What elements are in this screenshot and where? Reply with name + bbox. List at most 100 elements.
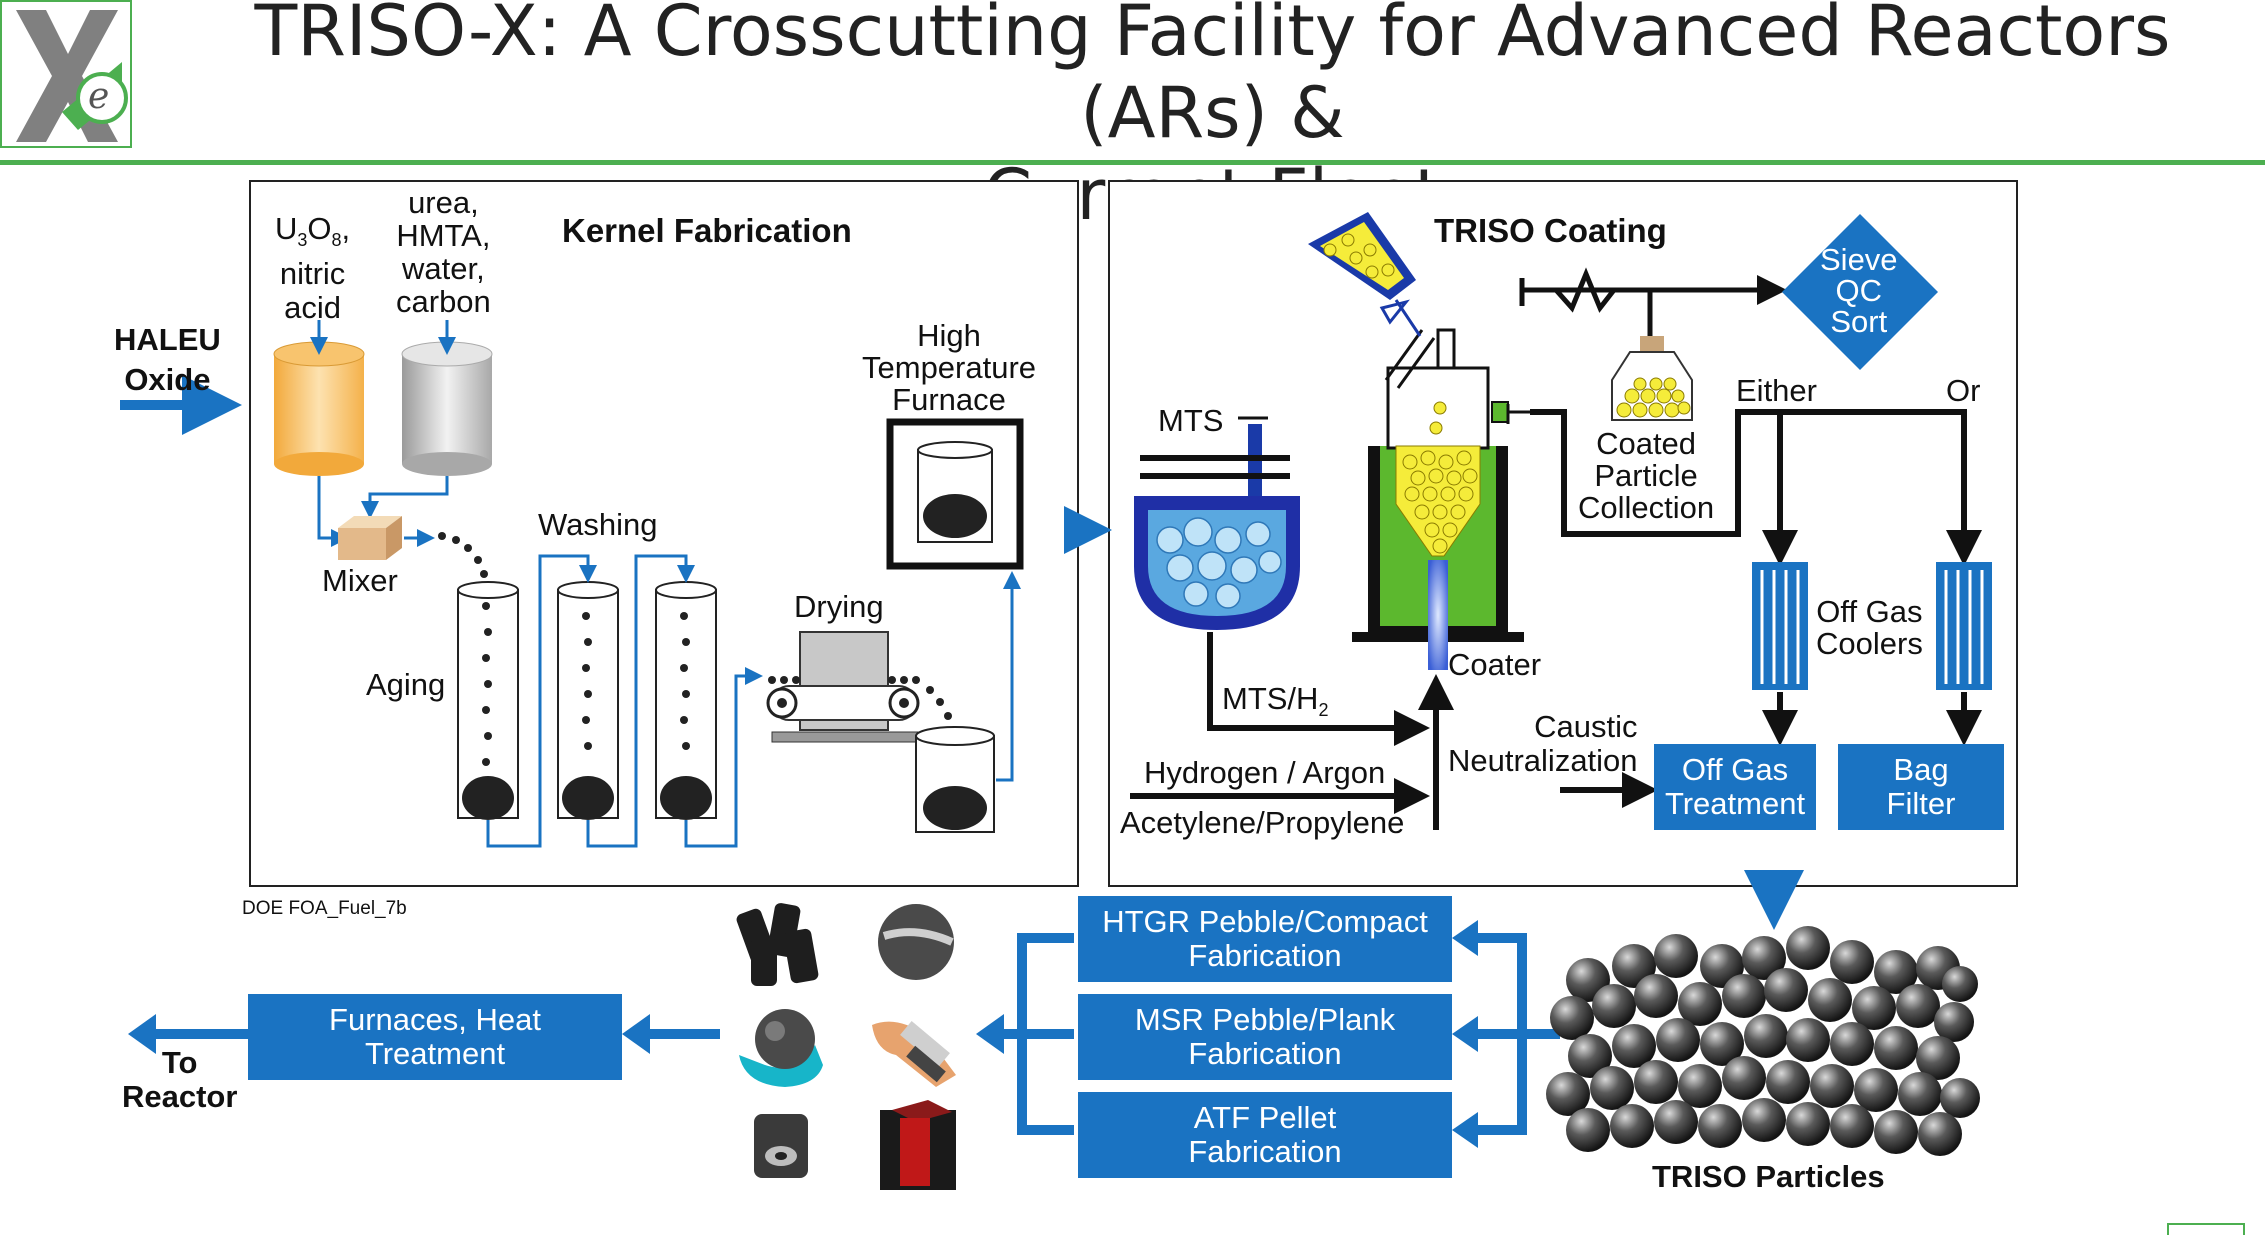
- caustic-line2: Neutralization: [1448, 743, 1638, 778]
- urea-line4: carbon: [396, 284, 491, 319]
- column-beds: [462, 776, 712, 820]
- coated-particle-jar: [1611, 336, 1693, 421]
- sieve-line3: Sort: [1830, 304, 1888, 339]
- gloved-pebble-photo: [735, 995, 827, 1091]
- to-reactor-label: To Reactor: [122, 1046, 237, 1114]
- aging-label: Aging: [366, 667, 446, 702]
- collection-cup: [915, 726, 995, 833]
- sieve-label: Sieve QC Sort: [1820, 244, 1898, 337]
- coating-heading: TRISO Coating: [1434, 212, 1667, 249]
- off-gas-coolers-label: Off Gas Coolers: [1816, 596, 1923, 660]
- urea-line1: urea,: [408, 185, 479, 220]
- urea-line3: water,: [402, 251, 485, 286]
- sieve-line1: Sieve: [1820, 242, 1898, 277]
- coater: [1352, 328, 1530, 670]
- plank-photo: [866, 995, 962, 1091]
- coated-particle-label: Coated Particle Collection: [1578, 428, 1714, 524]
- coater-particles: [1402, 401, 1478, 554]
- furnaces-heat-treatment-box: Furnaces, Heat Treatment: [248, 994, 622, 1080]
- furnaces-line1: Furnaces, Heat: [329, 1002, 541, 1037]
- msr-line2: Fabrication: [1188, 1036, 1342, 1071]
- mixer-block: [338, 516, 402, 560]
- off-gas-cooler-1: [1752, 562, 1808, 690]
- compact-cylinders-photo: [735, 896, 827, 992]
- bag-line1: Bag: [1893, 752, 1949, 787]
- urea-tank: [401, 320, 493, 476]
- atf-fabrication-box: ATF Pellet Fabrication: [1078, 1092, 1452, 1178]
- urea-label: urea, HMTA, water, carbon: [396, 186, 491, 318]
- source-note: DOE FOA_Fuel_7b: [242, 898, 407, 919]
- coolers-line1: Off Gas: [1816, 594, 1923, 629]
- haleu-line1: HALEU: [114, 322, 221, 357]
- red-pellet-block-photo: [872, 1096, 964, 1192]
- coolers-line2: Coolers: [1816, 626, 1923, 661]
- hydrogen-argon-label: Hydrogen / Argon: [1144, 755, 1386, 790]
- logo-letter-e: e: [88, 76, 110, 117]
- xe-logo-mark: [16, 10, 128, 142]
- htgr-line1: HTGR Pebble/Compact: [1102, 904, 1428, 939]
- reactor-line2: Reactor: [122, 1079, 238, 1114]
- furnace-line2: Temperature: [862, 350, 1037, 385]
- offgas-line2: Treatment: [1664, 786, 1806, 821]
- either-label: Either: [1736, 373, 1817, 408]
- coater-label: Coater: [1448, 647, 1542, 682]
- drying-label: Drying: [794, 589, 884, 624]
- off-gas-cooler-2: [1936, 562, 1992, 690]
- pebble-photo: [870, 896, 960, 992]
- mixer-drops: [438, 532, 488, 578]
- high-temperature-furnace: [886, 418, 1024, 570]
- off-gas-treatment-box: Off Gas Treatment: [1654, 744, 1816, 830]
- atf-pellet-photo: [742, 1096, 822, 1192]
- furnace-line1: High: [917, 318, 981, 353]
- feed-hopper: [1308, 212, 1422, 337]
- sieve-diamond: [1782, 214, 1938, 370]
- htgr-line2: Fabrication: [1188, 938, 1342, 973]
- xe-logo: X e: [0, 0, 132, 148]
- atf-line1: ATF Pellet: [1193, 1100, 1337, 1135]
- bag-filter-box: Bag Filter: [1838, 744, 2004, 830]
- corner-logo-fragment: [2167, 1223, 2245, 1235]
- furnace-line3: Furnace: [892, 382, 1006, 417]
- mts-h2-label: MTS/H2: [1222, 681, 1329, 721]
- msr-fabrication-box: MSR Pebble/Plank Fabrication: [1078, 994, 1452, 1080]
- u3o8-line2: nitric: [279, 256, 346, 292]
- bottom-connectors: [150, 933, 1560, 1135]
- msr-line1: MSR Pebble/Plank: [1134, 1002, 1396, 1037]
- reactor-line1: To: [161, 1045, 198, 1080]
- u3o8-line3: acid: [284, 290, 342, 326]
- drying-unit: [766, 631, 958, 743]
- washing-label: Washing: [538, 507, 658, 542]
- coated-line1: Coated: [1596, 426, 1697, 461]
- kernel-heading: Kernel Fabrication: [562, 212, 852, 249]
- column-connectors: [486, 554, 763, 848]
- bag-line2: Filter: [1886, 786, 1956, 821]
- htgr-fabrication-box: HTGR Pebble/Compact Fabrication: [1078, 896, 1452, 982]
- haleu-line2: Oxide: [124, 362, 211, 397]
- coated-line2: Particle: [1594, 458, 1698, 493]
- title-underline: [0, 160, 2265, 165]
- offgas-line1: Off Gas: [1681, 752, 1789, 787]
- caustic-line1: Caustic: [1534, 709, 1638, 744]
- triso-particles-label: TRISO Particles: [1652, 1159, 1885, 1194]
- mts-label: MTS: [1158, 403, 1224, 438]
- furnaces-line2: Treatment: [364, 1036, 506, 1071]
- urea-line2: HMTA,: [396, 218, 491, 253]
- mts-vessel: [1134, 416, 1300, 630]
- sieve-line2: QC: [1835, 273, 1883, 308]
- slide-title-line1: TRISO-X: A Crosscutting Facility for Adv…: [254, 0, 2171, 154]
- acetylene-label: Acetylene/Propylene: [1120, 805, 1405, 840]
- mixer-label: Mixer: [322, 563, 398, 598]
- u3o8-tank: [273, 320, 365, 476]
- furnace-label: High Temperature Furnace: [862, 320, 1036, 416]
- caustic-label: Caustic Neutralization: [1448, 710, 1638, 778]
- haleu-label: HALEU Oxide: [114, 320, 221, 400]
- atf-line2: Fabrication: [1188, 1134, 1342, 1169]
- coated-line3: Collection: [1578, 490, 1715, 525]
- or-label: Or: [1946, 373, 1981, 408]
- u3o8-formula: U3O8,: [275, 211, 351, 251]
- u3o8-label: U3O8, nitric acid: [275, 212, 350, 325]
- triso-particle-pile: [1546, 926, 1980, 1156]
- bottom-arrowheads: [128, 920, 1478, 1148]
- column-drops: [482, 602, 690, 766]
